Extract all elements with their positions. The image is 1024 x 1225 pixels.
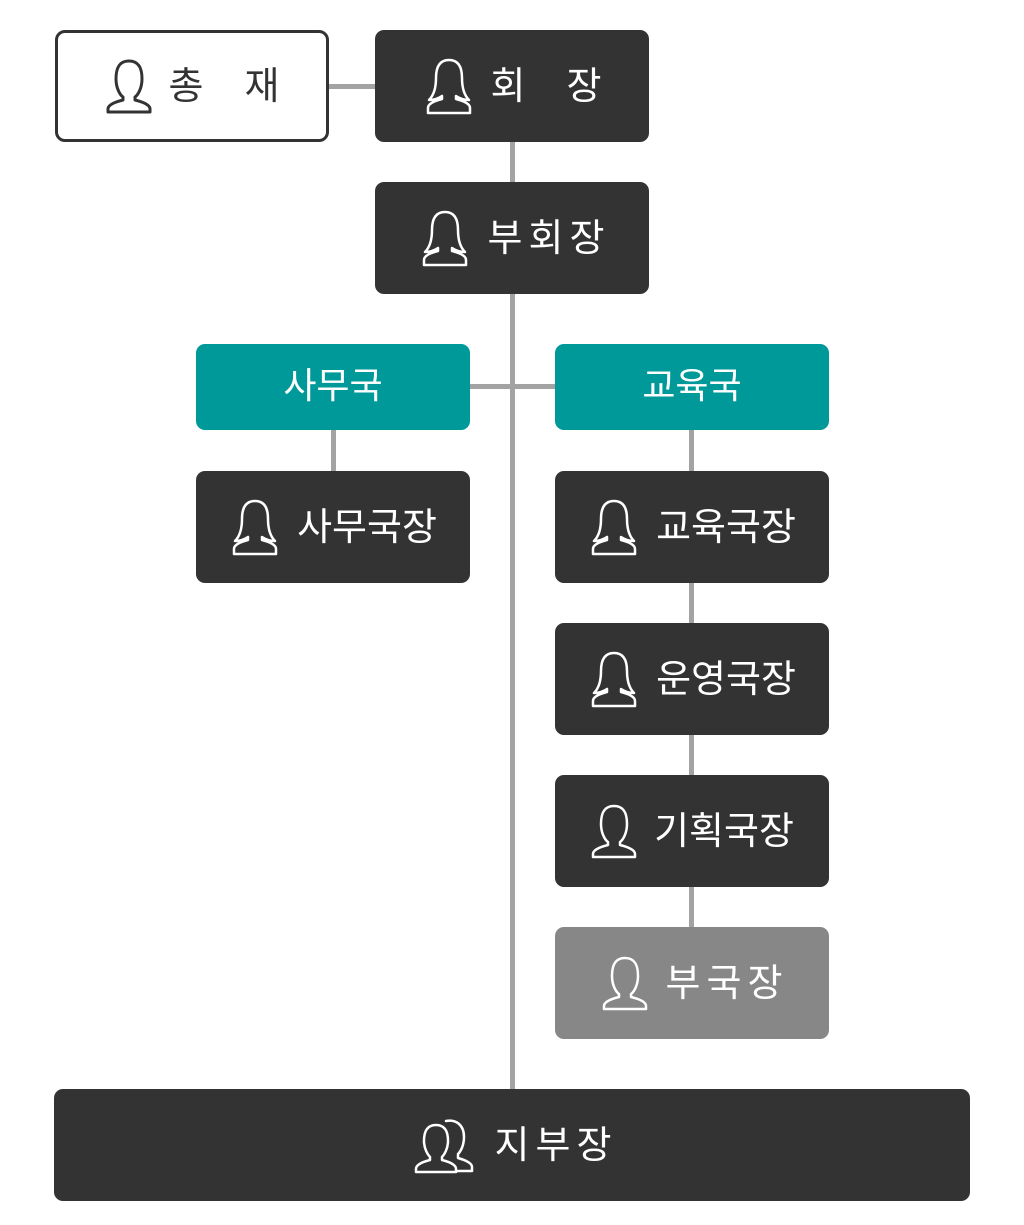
connector-advisor-chairman [326,84,378,89]
male-person-icon [105,57,153,115]
deputy-head-label: 부국장 [665,961,789,1005]
education-department-label: 교육국 [642,366,742,407]
operations-head-label: 운영국장 [656,657,796,701]
connector-main-vertical [510,138,515,1093]
male-person-icon [601,954,649,1012]
female-person-icon [419,208,471,268]
secretariat-department-node[interactable]: 사무국 [196,344,470,430]
vice-chairman-label: 부회장 [487,216,611,260]
deputy-head-node[interactable]: 부국장 [555,927,829,1039]
connector-secretariat-down [331,428,336,474]
chairman-label: 회 장 [490,64,616,108]
female-person-icon [588,649,640,709]
advisor-node[interactable]: 총 재 [55,30,329,142]
chairman-node[interactable]: 회 장 [375,30,649,142]
male-person-icon [590,802,638,860]
vice-chairman-node[interactable]: 부회장 [375,182,649,294]
group-people-icon [412,1115,478,1175]
education-department-node[interactable]: 교육국 [555,344,829,430]
education-head-node[interactable]: 교육국장 [555,471,829,583]
female-person-icon [423,56,475,116]
secretariat-department-label: 사무국 [283,366,383,407]
female-person-icon [588,497,640,557]
planning-head-label: 기획국장 [654,809,794,853]
education-head-label: 교육국장 [656,505,796,549]
female-person-icon [229,497,281,557]
branch-heads-node[interactable]: 지부장 [54,1089,970,1201]
branch-heads-label: 지부장 [494,1123,618,1167]
advisor-label: 총 재 [168,64,294,108]
operations-head-node[interactable]: 운영국장 [555,623,829,735]
planning-head-node[interactable]: 기획국장 [555,775,829,887]
secretariat-head-label: 사무국장 [297,505,437,549]
secretariat-head-node[interactable]: 사무국장 [196,471,470,583]
connector-departments-horizontal [468,384,558,389]
